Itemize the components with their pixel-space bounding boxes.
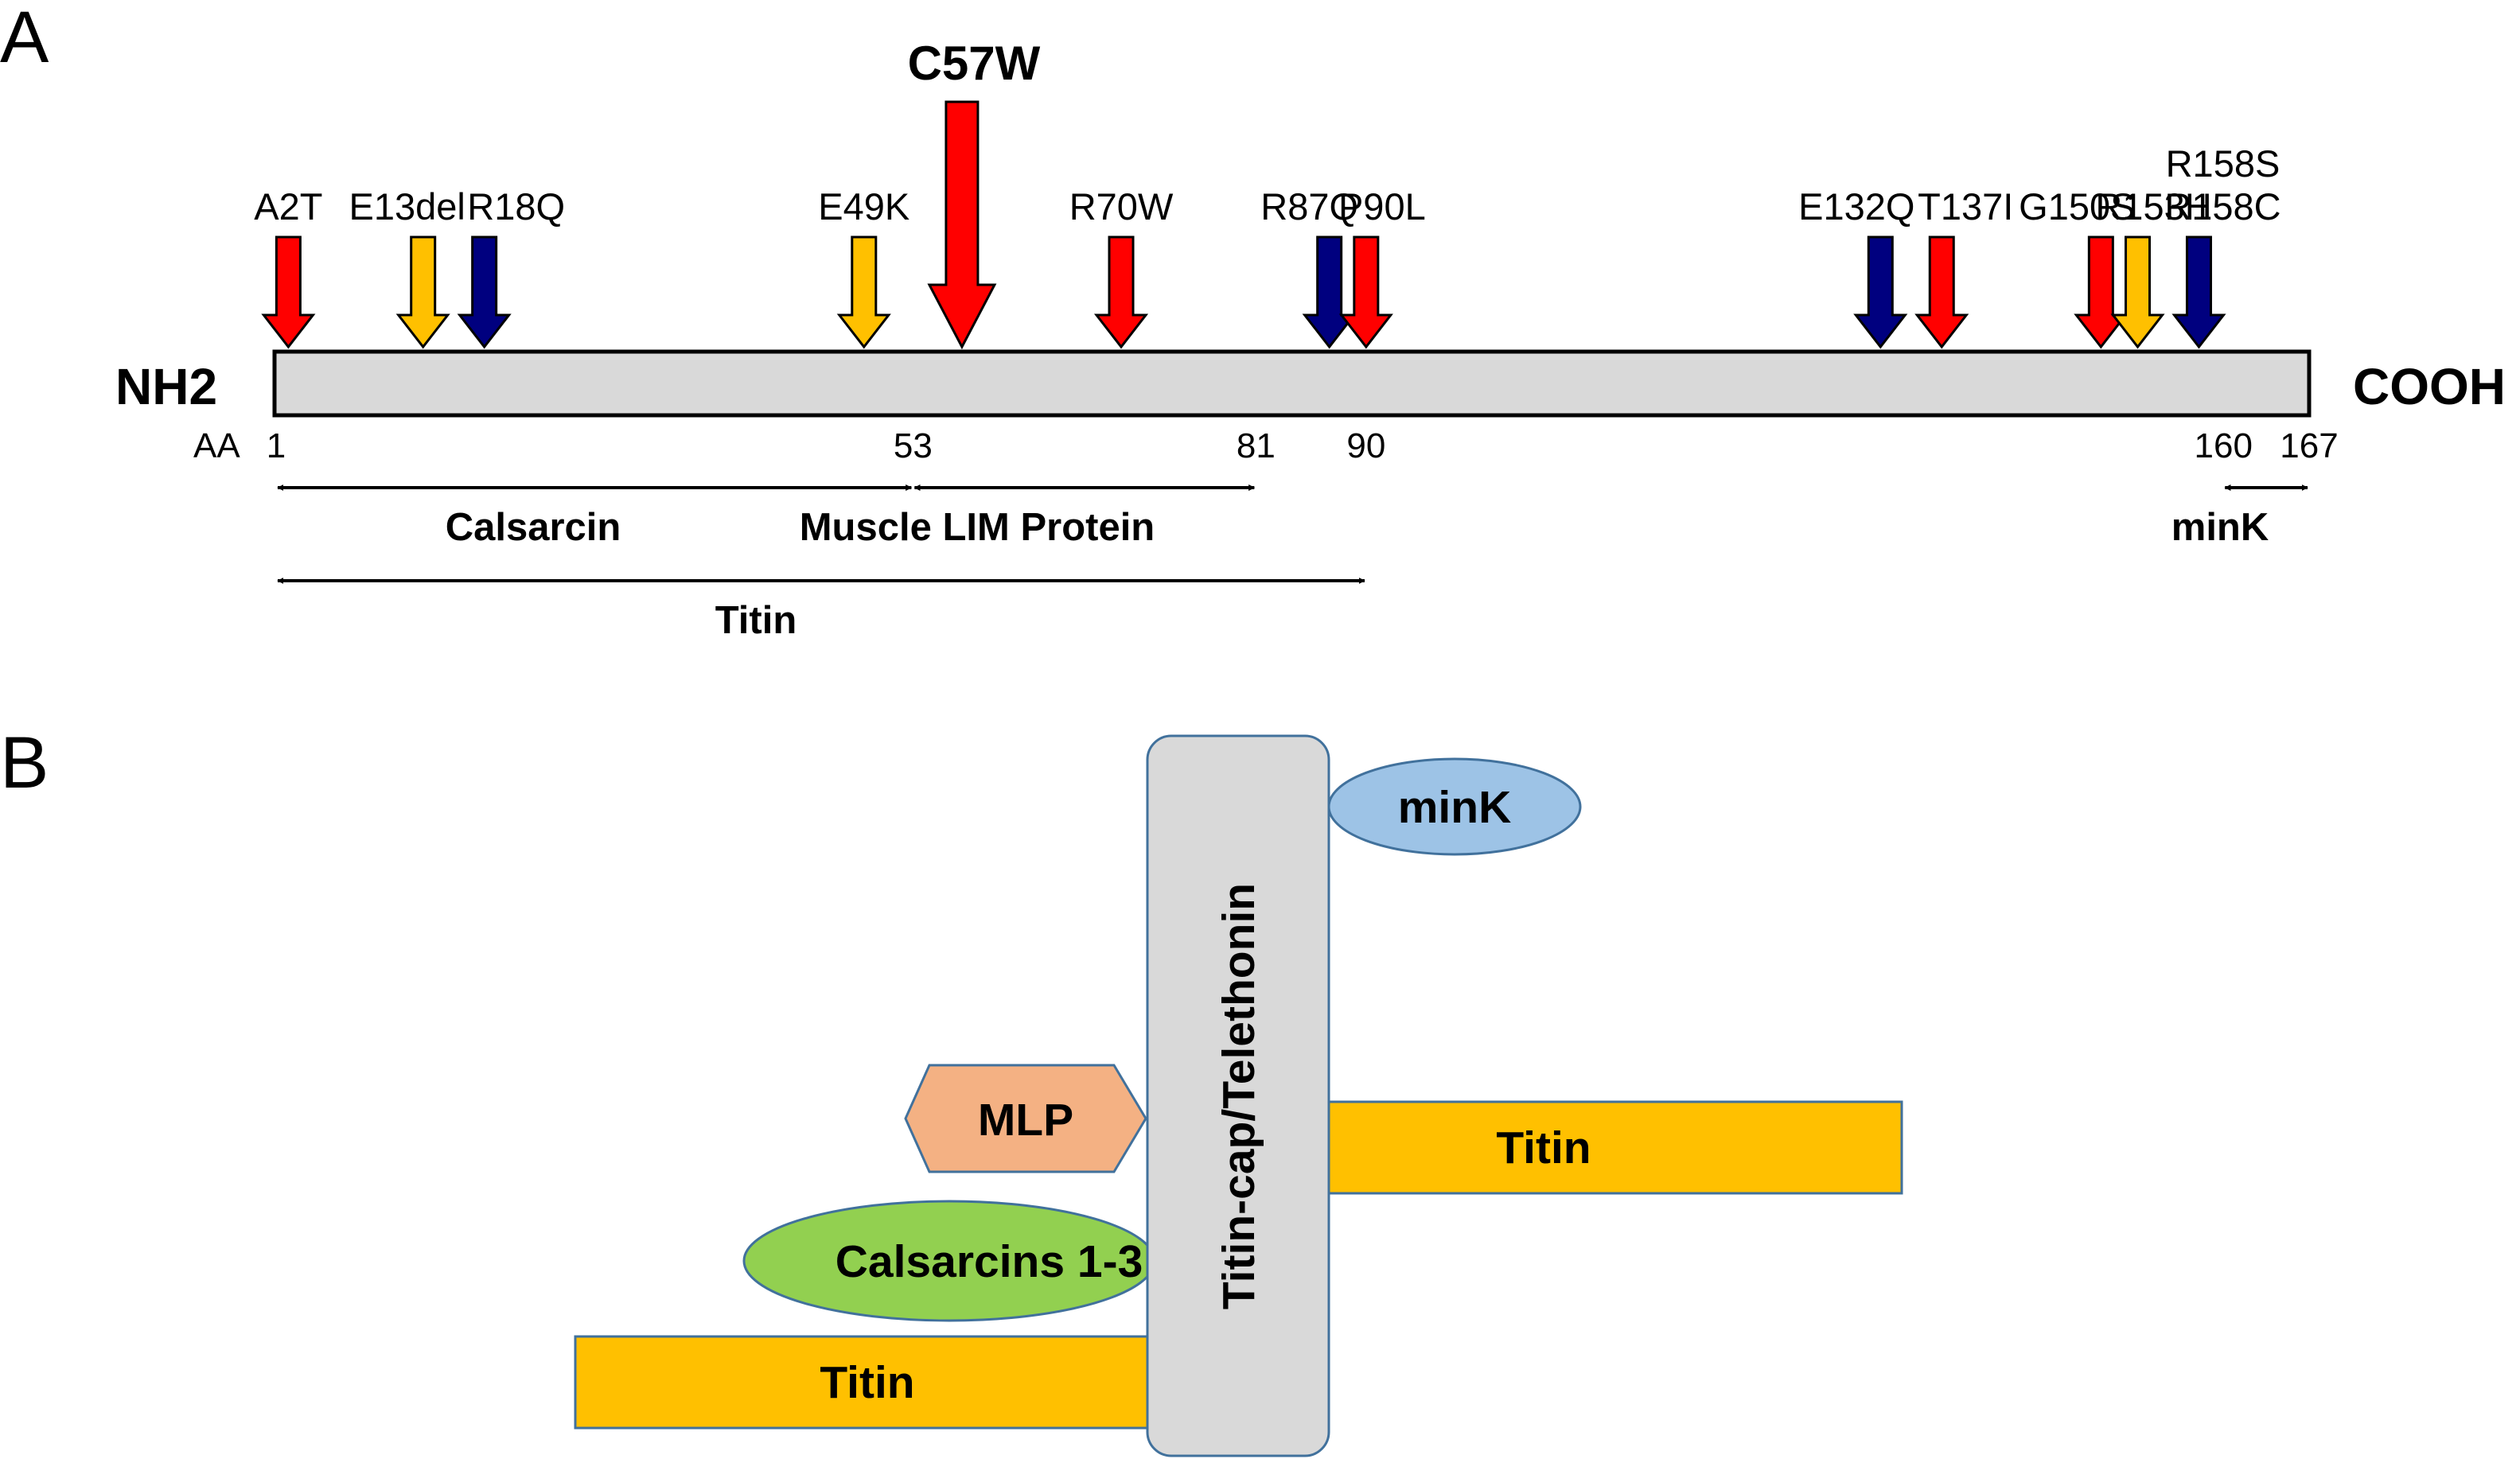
mutation-label-secondary: R158C <box>2164 185 2280 228</box>
mutation-label: C57W <box>908 37 1041 90</box>
binding-region-label: Muscle LIM Protein <box>800 506 1155 549</box>
mutation-arrow <box>927 100 997 350</box>
tick-label: 1 <box>267 426 286 465</box>
mutation-arrow <box>2171 235 2226 349</box>
mutation-label: R18Q <box>467 185 565 228</box>
mutation-arrow <box>1302 235 1357 349</box>
tick-labels: 1 53 81 90 160 167 <box>267 426 2339 465</box>
mutation-label: G150S <box>2019 185 2135 228</box>
mutation-arrow <box>261 235 316 349</box>
mutation-label: E49K <box>818 185 909 228</box>
mutation-label: R70W <box>1069 185 1174 228</box>
titin-right-bar <box>1264 1100 1903 1195</box>
mutation-arrow <box>1914 235 1969 349</box>
mutation-label: E13del <box>349 185 465 228</box>
mutation-label: R153H <box>2095 185 2211 228</box>
calsarcins-label: Calsarcins 1-3 <box>835 1236 1143 1287</box>
panel-letter-a: A <box>0 0 49 78</box>
mutation-arrow <box>395 235 450 349</box>
telethonin-box <box>1146 734 1330 1457</box>
mutation-arrow <box>1853 235 1908 349</box>
tick-label: 167 <box>2280 426 2338 465</box>
titin-left-bar <box>574 1335 1166 1430</box>
binding-region-label: minK <box>2171 506 2269 549</box>
tick-label: 90 <box>1346 426 1385 465</box>
mlp-label: MLP <box>978 1095 1073 1146</box>
tick-label: 81 <box>1237 426 1276 465</box>
titin-right-label: Titin <box>1496 1122 1591 1173</box>
mutation-label: T137I <box>1918 185 2013 228</box>
mutation-arrow <box>457 235 512 349</box>
mutation-arrow <box>836 235 891 349</box>
tick-label: 160 <box>2195 426 2253 465</box>
mutation-label: E132Q <box>1798 185 1914 228</box>
mutation-arrow <box>1338 235 1393 349</box>
mink-label: minK <box>1398 782 1512 833</box>
mutation-label: P90L <box>1338 185 1426 228</box>
mutation-label: R87Q <box>1260 185 1358 228</box>
binding-region-label: Calsarcin <box>446 506 621 549</box>
protein-bar <box>272 349 2312 418</box>
titin-left-label: Titin <box>820 1357 914 1408</box>
mutation-arrows <box>261 100 2226 350</box>
mink-ellipse <box>1327 757 1582 856</box>
mutation-label: A2T <box>254 185 322 228</box>
mutation-label: R158S <box>2166 142 2280 185</box>
binding-region-label: Titin <box>715 599 797 642</box>
mutation-arrow <box>2074 235 2129 349</box>
telethonin-label: Titin-cap/Telethonin <box>1213 883 1264 1309</box>
n-terminus-label: NH2 <box>115 358 217 415</box>
tick-label: 53 <box>894 426 933 465</box>
panel-letter-b: B <box>0 722 49 803</box>
mutation-arrow <box>2110 235 2165 349</box>
aa-label: AA <box>193 426 240 465</box>
c-terminus-label: COOH <box>2353 358 2506 415</box>
mlp-hexagon <box>904 1064 1147 1173</box>
mutation-arrow <box>1093 235 1149 349</box>
